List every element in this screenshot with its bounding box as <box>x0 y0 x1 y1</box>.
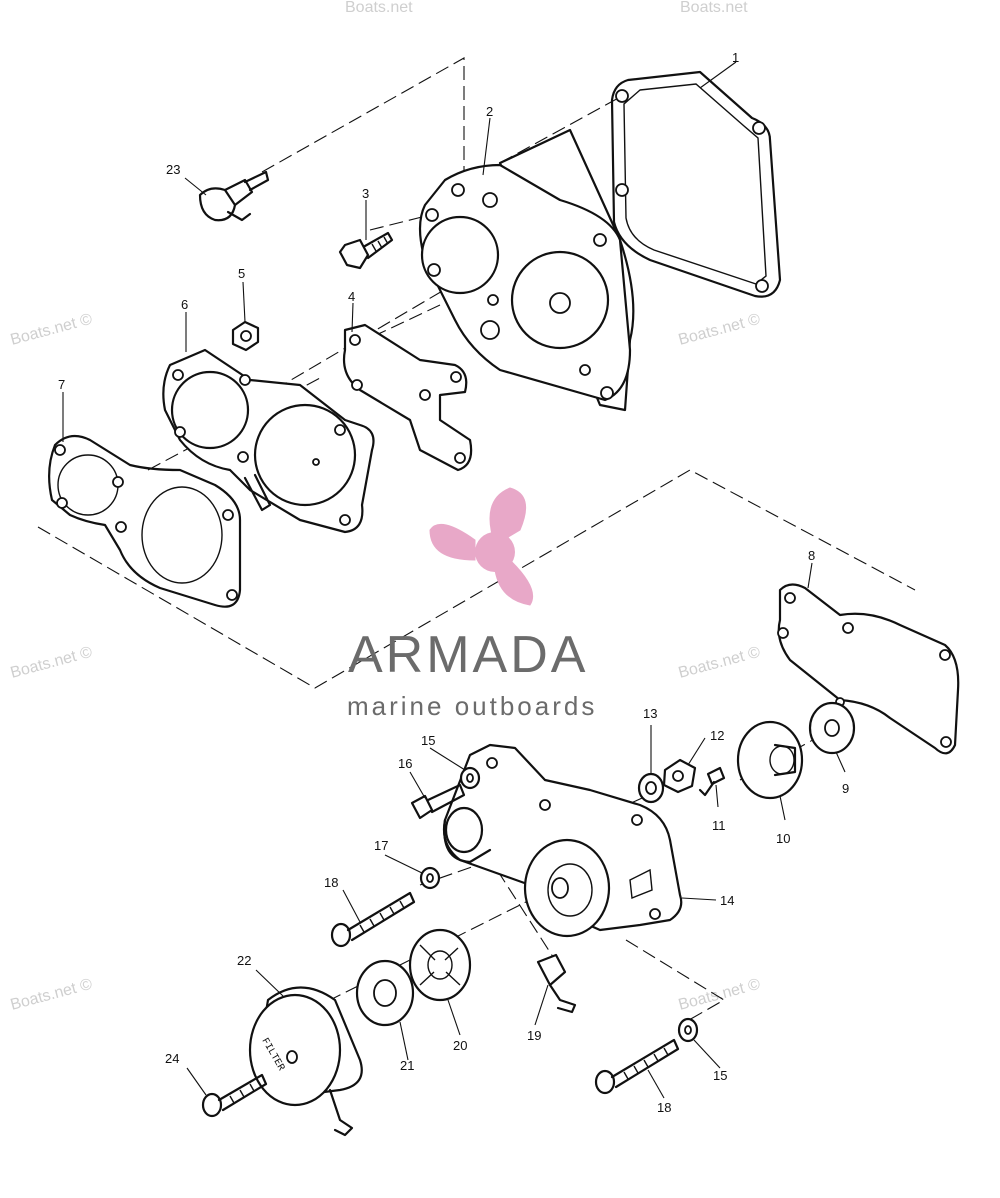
label-20: 20 <box>453 1038 467 1053</box>
label-14: 14 <box>720 893 734 908</box>
part-11-screw <box>698 766 726 797</box>
label-15: 15 <box>421 733 435 748</box>
part-15-lockwasher-bottom <box>677 1017 699 1043</box>
part-14-pump-body <box>442 743 683 938</box>
label-10: 10 <box>776 831 790 846</box>
label-16: 16 <box>398 756 412 771</box>
part-17-washer <box>419 866 441 890</box>
part-16-bolt <box>410 783 466 820</box>
label-3: 3 <box>362 186 369 201</box>
part-1-gasket <box>610 70 782 298</box>
part-23-fitting <box>198 170 270 222</box>
brand-logo: ARMADA marine outboards <box>347 487 597 721</box>
propeller-hub-icon <box>475 532 515 572</box>
label-11: 11 <box>712 818 726 833</box>
label-18: 18 <box>324 875 338 890</box>
label-6: 6 <box>181 297 188 312</box>
part-9-disc <box>808 701 856 755</box>
part-2-housing <box>418 128 635 412</box>
part-19-fitting <box>536 953 577 1014</box>
label-23: 23 <box>166 162 180 177</box>
label-1: 1 <box>732 50 739 65</box>
part-22-filter-cup: FILTER <box>248 986 363 1137</box>
brand-tagline: marine outboards <box>347 691 597 721</box>
label-7: 7 <box>58 377 65 392</box>
part-21-washer <box>355 959 415 1027</box>
part-20-strainer <box>408 928 472 1002</box>
watermark-right-2: Boats.net © <box>677 644 763 682</box>
part-labels: 1 2 3 4 5 6 7 8 9 10 11 12 13 14 15 16 1… <box>58 50 849 1115</box>
label-15-repeat: 15 <box>713 1068 727 1083</box>
label-19: 19 <box>527 1028 541 1043</box>
part-6-cover <box>162 348 375 534</box>
label-24: 24 <box>165 1051 179 1066</box>
label-17: 17 <box>374 838 388 853</box>
label-8: 8 <box>808 548 815 563</box>
label-9: 9 <box>842 781 849 796</box>
watermark-right-1: Boats.net © <box>677 311 763 349</box>
label-2: 2 <box>486 104 493 119</box>
part-18-bolt-left <box>330 891 416 948</box>
watermark-top-2: Boats.net <box>680 0 748 16</box>
label-12: 12 <box>710 728 724 743</box>
label-22: 22 <box>237 953 251 968</box>
part-24-screw <box>201 1073 268 1118</box>
label-4: 4 <box>348 289 355 304</box>
part-15-lockwasher-top <box>459 766 481 790</box>
label-18-repeat: 18 <box>657 1100 671 1115</box>
label-21: 21 <box>400 1058 414 1073</box>
part-10-diaphragm <box>736 720 804 800</box>
label-5: 5 <box>238 266 245 281</box>
part-7-gasket <box>48 434 242 608</box>
part-3-bolt <box>338 231 394 270</box>
part-5-nut <box>231 320 260 352</box>
part-12-valve <box>662 758 697 794</box>
part-4-bracket <box>342 323 473 472</box>
label-13: 13 <box>643 706 657 721</box>
watermark-left-1: Boats.net © <box>9 311 95 349</box>
watermark-top-1: Boats.net <box>345 0 413 16</box>
leader-lines <box>62 61 846 1099</box>
watermark-right-3: Boats.net © <box>677 976 763 1014</box>
part-18-bolt-right <box>594 1038 680 1095</box>
watermark-left-3: Boats.net © <box>9 976 95 1014</box>
part-8-gasket <box>777 583 960 755</box>
watermark-left-2: Boats.net © <box>9 644 95 682</box>
part-13-washer <box>637 772 665 804</box>
brand-name: ARMADA <box>348 626 588 684</box>
